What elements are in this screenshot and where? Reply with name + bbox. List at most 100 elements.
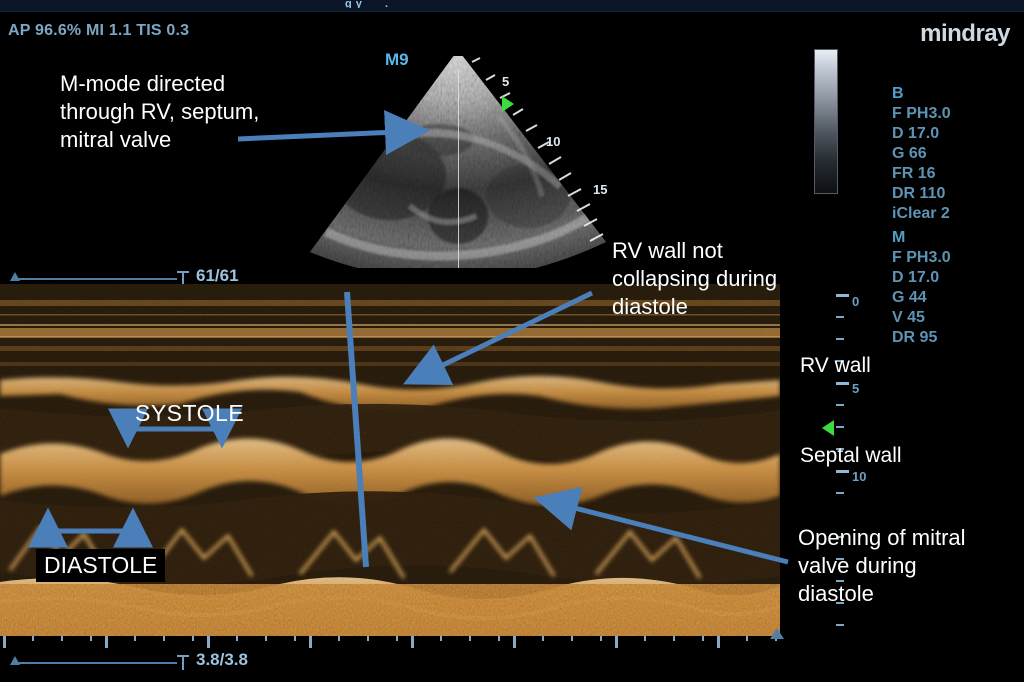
param-m-2: G 44: [892, 289, 927, 306]
param-b-0: F PH3.0: [892, 105, 951, 122]
mmode-trace-graphic: [0, 284, 780, 636]
meas-top-left-cap: [10, 272, 20, 281]
time-tick-minor: [265, 636, 267, 641]
bmode-sector-graphic: [310, 56, 606, 268]
depth-tick-minor: [836, 404, 844, 406]
time-tick-minor: [236, 636, 238, 641]
depth-tick-minor: [836, 580, 844, 582]
param-m-1: D 17.0: [892, 269, 940, 286]
time-tick-minor: [746, 636, 748, 641]
mindray-logo: mindray: [920, 20, 1010, 47]
depth-tick-major-0: [836, 294, 849, 297]
time-tick-minor: [571, 636, 573, 641]
depth-tick-minor: [836, 602, 844, 604]
time-scale-ticks: [0, 636, 780, 650]
sweep-position-marker-icon: [770, 628, 784, 639]
time-tick-minor: [32, 636, 34, 641]
meas-bottom-value: 3.8/3.8: [196, 650, 248, 669]
depth-tick-minor: [836, 536, 844, 538]
param-m-4: DR 95: [892, 329, 938, 346]
meas-bottom-rail: [14, 662, 177, 664]
time-tick-minor: [90, 636, 92, 641]
annotation-mitral-valve-opening: Opening of mitral valve during diastole: [798, 525, 966, 607]
time-tick-minor: [338, 636, 340, 641]
depth-label-0: 0: [852, 294, 860, 309]
depth-tick-major-10: [836, 470, 849, 473]
meas-top-right-bar: [177, 271, 189, 273]
depth-tick-minor: [836, 448, 844, 450]
time-tick-minor: [192, 636, 194, 641]
meas-top-value: 61/61: [196, 266, 239, 285]
time-tick-minor: [367, 636, 369, 641]
depth-tick-minor: [836, 316, 844, 318]
time-tick-major: [105, 636, 108, 648]
bmode-depth-label-15: 15: [593, 182, 608, 197]
label-systole: SYSTOLE: [135, 400, 245, 426]
mmode-depth-scale: 0 5 10: [822, 286, 880, 646]
depth-tick-major-5: [836, 382, 849, 385]
time-tick-minor: [702, 636, 704, 641]
window-top-bar: g y .: [0, 0, 1024, 12]
meas-bottom-right-bar: [177, 655, 189, 657]
topbar-fragment-right: .: [385, 0, 389, 8]
param-b-4: DR 110: [892, 185, 946, 202]
mmode-trace-panel: [0, 284, 780, 636]
time-tick-major: [615, 636, 618, 648]
depth-tick-minor: [836, 360, 844, 362]
measurement-bar-top[interactable]: 61/61: [0, 266, 300, 290]
time-tick-minor: [542, 636, 544, 641]
time-tick-minor: [440, 636, 442, 641]
time-tick-minor: [498, 636, 500, 641]
label-rv-wall: RV wall: [800, 354, 871, 377]
param-b-3: FR 16: [892, 165, 936, 182]
label-septal-wall: Septal wall: [800, 444, 902, 467]
bmode-focus-marker-icon: [502, 96, 514, 112]
annotation-mmode-direction: M-mode directed through RV, septum, mitr…: [60, 71, 260, 153]
time-tick-minor: [600, 636, 602, 641]
mmode-cursor-line[interactable]: [458, 70, 459, 268]
grayscale-map-bar: [814, 49, 838, 194]
param-b-1: D 17.0: [892, 125, 940, 142]
bmode-parameter-list: B F PH3.0 D 17.0 G 66 FR 16 DR 110 iClea…: [892, 84, 951, 224]
annotation-rv-wall-not-collapsing: RV wall not collapsing during diastole: [612, 238, 778, 320]
meas-bottom-right-cap: [182, 655, 184, 670]
param-m-0: F PH3.0: [892, 249, 951, 266]
param-b-heading: B: [892, 85, 904, 102]
param-b-5: iClear 2: [892, 205, 950, 222]
acoustic-power-status: AP 96.6% MI 1.1 TIS 0.3: [8, 22, 190, 39]
time-tick-major: [411, 636, 414, 648]
label-diastole: DIASTOLE: [36, 549, 166, 583]
time-tick-minor: [469, 636, 471, 641]
mmode-focus-marker-icon: [822, 420, 834, 436]
time-tick-minor: [163, 636, 165, 641]
param-m-3: V 45: [892, 309, 925, 326]
depth-tick-minor: [836, 426, 844, 428]
depth-tick-minor: [836, 338, 844, 340]
measurement-bar-bottom[interactable]: 3.8/3.8: [0, 650, 300, 674]
param-b-2: G 66: [892, 145, 927, 162]
meas-top-rail: [14, 278, 177, 280]
param-m-heading: M: [892, 229, 906, 246]
time-tick-major: [717, 636, 720, 648]
probe-preset-label: M9: [385, 50, 409, 69]
depth-tick-minor: [836, 624, 844, 626]
bmode-depth-label-10: 10: [546, 134, 561, 149]
time-tick-minor: [644, 636, 646, 641]
time-tick-major: [3, 636, 6, 648]
depth-tick-minor: [836, 558, 844, 560]
bmode-image: [290, 56, 620, 268]
topbar-fragment-left: g y: [345, 0, 363, 8]
time-tick-minor: [61, 636, 63, 641]
time-tick-major: [513, 636, 516, 648]
time-tick-minor: [134, 636, 136, 641]
bmode-sector-panel: M9: [290, 40, 620, 268]
depth-label-5: 5: [852, 381, 860, 396]
meas-top-right-cap: [182, 271, 184, 286]
time-tick-minor: [294, 636, 296, 641]
depth-label-10: 10: [852, 469, 867, 484]
time-tick-minor: [396, 636, 398, 641]
meas-bottom-left-cap: [10, 656, 20, 665]
time-tick-major: [309, 636, 312, 648]
bmode-depth-label-5: 5: [502, 74, 510, 89]
